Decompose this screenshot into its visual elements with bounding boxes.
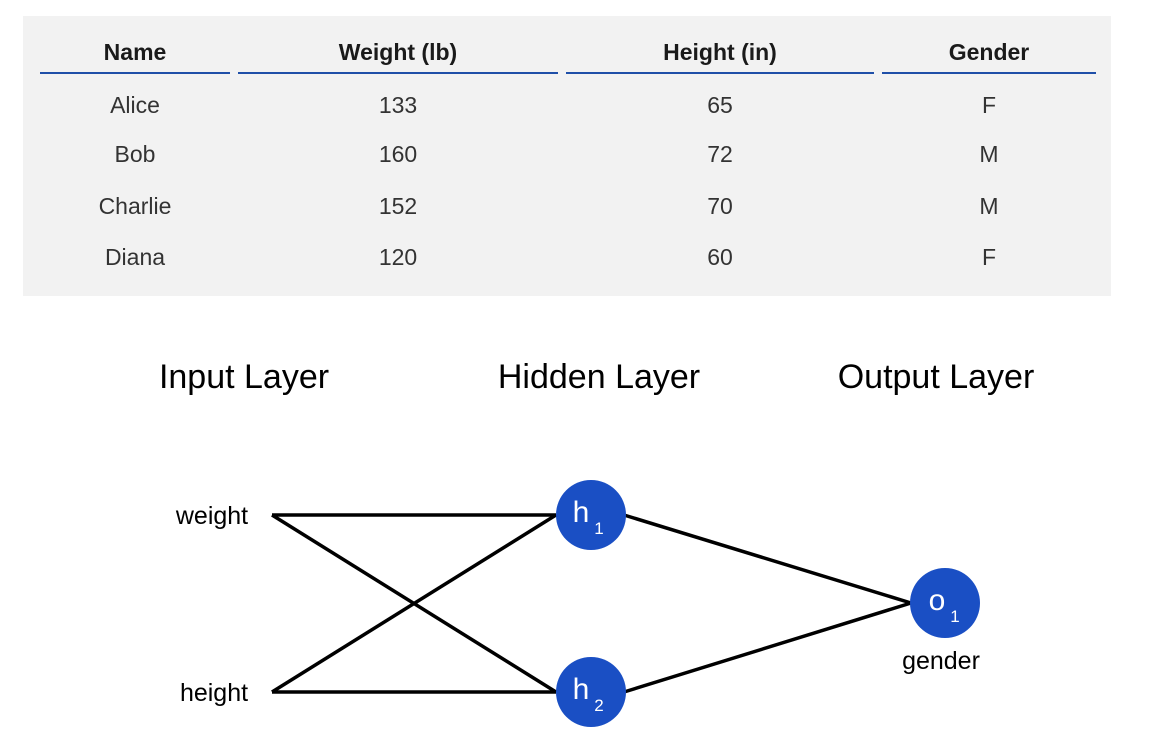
table-cell: F [981,92,997,118]
table-cell: 120 [378,244,418,270]
header-height: Height (in) [566,34,874,74]
input-layer-title: Input Layer [158,358,330,396]
node-letter: o [929,584,946,617]
header-weight: Weight (lb) [238,34,558,74]
node-subscript: 1 [594,519,603,538]
table-cell: M [979,193,999,219]
edge-h2-o1 [623,601,912,694]
table-cell: 70 [707,193,733,219]
edge-height-h1 [271,513,557,694]
table-cell: Bob [114,141,156,167]
connections [271,513,912,694]
table-cell: 152 [378,193,418,219]
input-height-label: height [180,679,248,707]
table-cell: 60 [707,244,733,270]
table-cell: 72 [707,141,733,167]
data-table: Name Weight (lb) Height (in) Gender Alic… [23,16,1111,296]
node-letter: h [573,496,590,529]
edge-h1-o1 [623,513,912,605]
header-gender: Gender [882,34,1096,74]
hidden-node-h2: h 2 [556,657,626,727]
table-cell: 133 [378,92,418,118]
output-gender-label: gender [902,647,980,675]
table-cell: Alice [110,92,160,118]
hidden-layer-title: Hidden Layer [497,358,701,396]
node-letter: h [573,673,590,706]
node-circle [556,480,626,550]
hidden-node-h1: h 1 [556,480,626,550]
header-name: Name [40,34,230,74]
output-layer-title: Output Layer [837,358,1035,396]
node-circle [556,657,626,727]
table-cell: 160 [378,141,418,167]
table-cell: Charlie [98,193,172,219]
table-cell: Diana [104,244,166,270]
table-cell: 65 [707,92,733,118]
node-subscript: 2 [594,696,603,715]
table-cell: F [981,244,997,270]
table-cell: M [979,141,999,167]
node-circle [910,568,980,638]
input-weight-label: weight [175,502,248,530]
output-node-o1: o 1 [910,568,980,638]
node-subscript: 1 [950,607,959,626]
